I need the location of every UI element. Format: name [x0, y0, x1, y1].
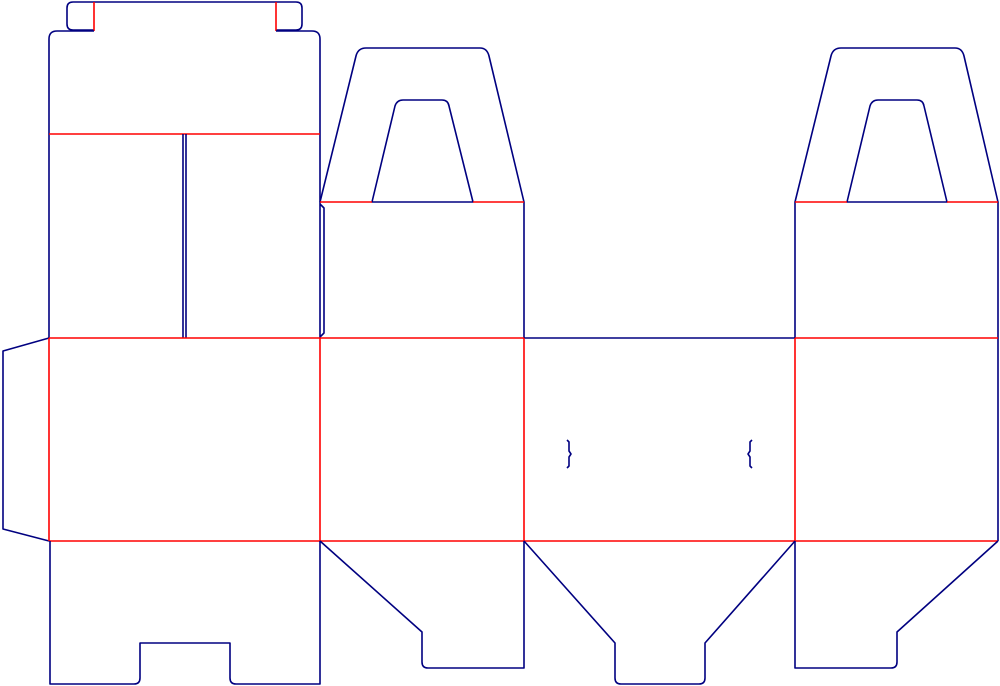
bottom-flap-3: [523, 540, 796, 685]
top-lid-outline: [48, 30, 321, 338]
handle-hole-2[interactable]: [846, 99, 948, 203]
top-tuck-tab: [66, 1, 303, 31]
lock-slit-left: [566, 439, 572, 469]
side-flap: [319, 202, 325, 338]
bottom-flap-1: [49, 541, 321, 685]
bottom-flap-4: [794, 540, 999, 669]
bottom-flap-2: [319, 540, 525, 669]
handle-outer-1[interactable]: [319, 47, 525, 338]
center-slot: [182, 134, 187, 338]
glue-flap: [2, 337, 50, 542]
handle-outer-2[interactable]: [794, 47, 999, 541]
lock-slit-right: [747, 439, 753, 469]
handle-hole-1[interactable]: [371, 99, 474, 203]
